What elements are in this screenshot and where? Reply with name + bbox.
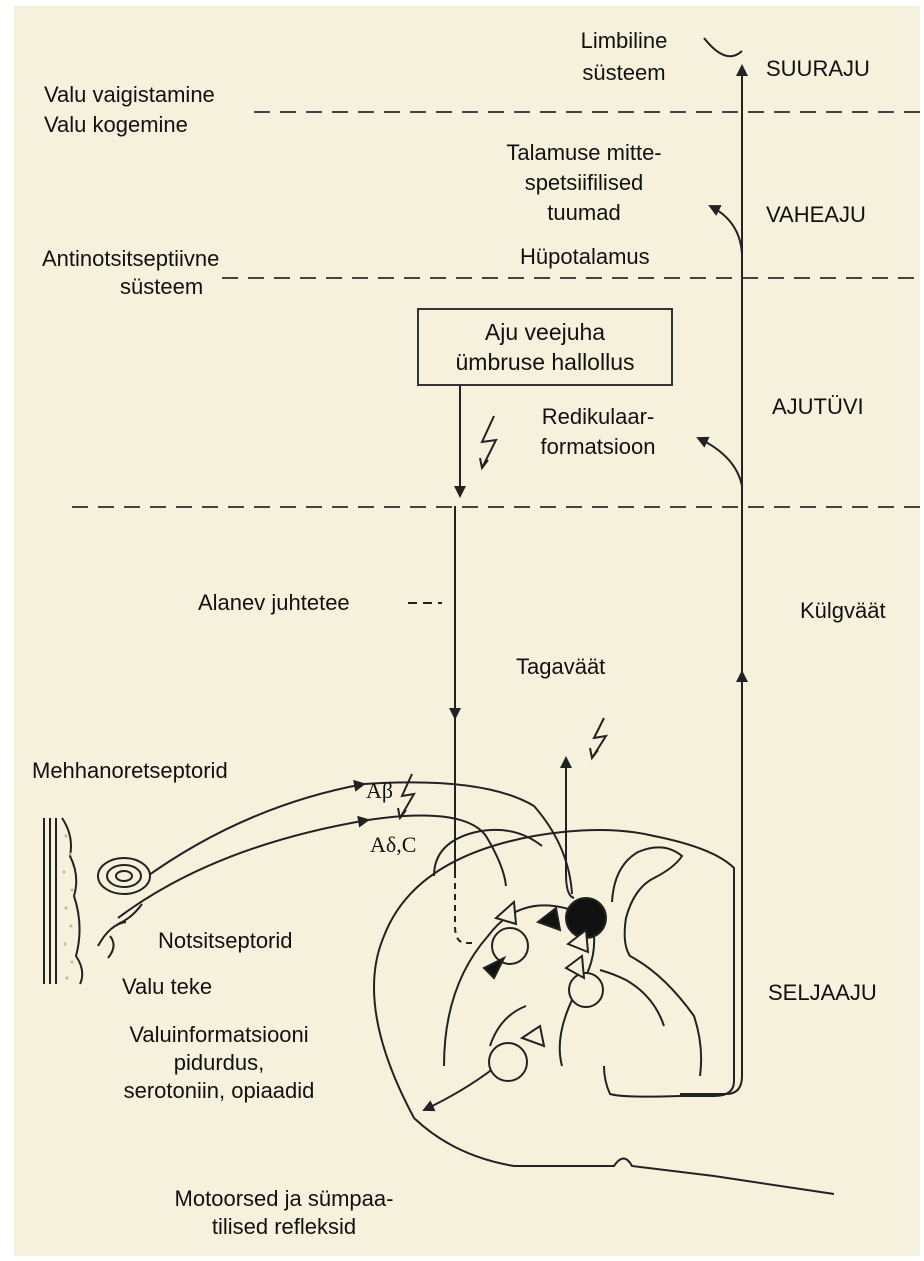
label-valuinfo-1: Valuinformatsiooni <box>74 1022 364 1048</box>
label-a-delta-c: Aδ,C <box>370 832 416 858</box>
label-valu-teke: Valu teke <box>122 974 212 1000</box>
diagram-canvas: SUURAJU VAHEAJU AJUTÜVI Külgväät SELJAAJ… <box>14 6 920 1256</box>
arrow-to-thalamus <box>710 206 742 254</box>
pag-box-line-1: Aju veejuha <box>419 317 671 347</box>
label-motoorsed-2: tilised refleksid <box>114 1214 454 1240</box>
label-hupotalamus: Hüpotalamus <box>520 244 650 270</box>
pag-box-line-2: ümbruse hallollus <box>419 347 671 377</box>
arrowhead-icon <box>538 908 560 930</box>
region-suuraju: SUURAJU <box>766 56 870 82</box>
label-limbiline-susteem: süsteem <box>544 60 704 86</box>
label-tagavaat: Tagaväät <box>516 654 605 680</box>
mechanoreceptor-icon <box>98 858 150 894</box>
gray-matter-right <box>600 970 664 1026</box>
label-alanev-juhtetee: Alanev juhtetee <box>198 590 350 616</box>
label-redikulaar: Redikulaar- <box>508 404 688 430</box>
label-motoorsed-1: Motoorsed ja sümpaa- <box>114 1186 454 1212</box>
lightning-bolts <box>398 416 606 818</box>
region-seljaaju: SELJAAJU <box>768 980 877 1006</box>
limbic-curve <box>704 38 742 56</box>
neuron-icon <box>569 973 603 1007</box>
label-susteem: süsteem <box>120 274 203 300</box>
abeta-fiber <box>142 784 364 880</box>
arrowhead-icon <box>522 1026 544 1046</box>
arrowhead-icon <box>484 958 504 978</box>
label-formatsioon: formatsioon <box>508 434 688 460</box>
descending-dashed <box>455 872 472 943</box>
label-valuinfo-3: serotoniin, opiaadid <box>74 1078 364 1104</box>
interneuron-link <box>490 1006 526 1046</box>
label-valuinfo-2: pidurdus, <box>74 1050 364 1076</box>
skin-lines <box>44 818 56 984</box>
neuron-icon <box>489 1043 527 1081</box>
label-antinotsitseptiivne: Antinotsitseptiivne <box>42 246 219 272</box>
label-talamus-2: spetsiifilised <box>468 170 700 196</box>
adelta-fiber <box>118 820 368 918</box>
skin-edge <box>62 818 82 984</box>
dorsal-horn-right <box>612 847 701 1076</box>
lightning-icon <box>482 416 496 468</box>
arrowhead-icon <box>566 956 584 978</box>
neuron-icon <box>492 928 528 964</box>
ascending-tract <box>680 86 742 1094</box>
spinal-cord-outline <box>374 830 834 1194</box>
region-kulgvaat: Külgväät <box>800 598 886 624</box>
dorsal-horn-left <box>434 830 542 876</box>
label-a-beta: Aβ <box>366 778 393 804</box>
label-talamus-3: tuumad <box>468 200 700 226</box>
arrowhead-icon <box>496 902 516 924</box>
nociceptor-endings <box>98 904 142 958</box>
motor-output-arrow <box>424 1068 494 1110</box>
pag-box: Aju veejuha ümbruse hallollus <box>417 308 673 386</box>
label-valu-vaigistamine: Valu vaigistamine <box>44 82 215 108</box>
label-limbiline: Limbiline <box>544 28 704 54</box>
lightning-icon <box>592 718 606 758</box>
lightning-icon <box>400 774 414 818</box>
label-talamus-1: Talamuse mitte- <box>468 140 700 166</box>
skin-texture <box>63 835 74 980</box>
region-ajutuvi: AJUTÜVI <box>772 394 864 420</box>
label-notsitseptorid: Notsitseptorid <box>158 928 293 954</box>
arrow-to-reticular <box>698 438 742 486</box>
label-valu-kogemine: Valu kogemine <box>44 112 188 138</box>
region-vaheaju: VAHEAJU <box>766 202 866 228</box>
label-mehhanoretseptorid: Mehhanoretseptorid <box>32 758 228 784</box>
